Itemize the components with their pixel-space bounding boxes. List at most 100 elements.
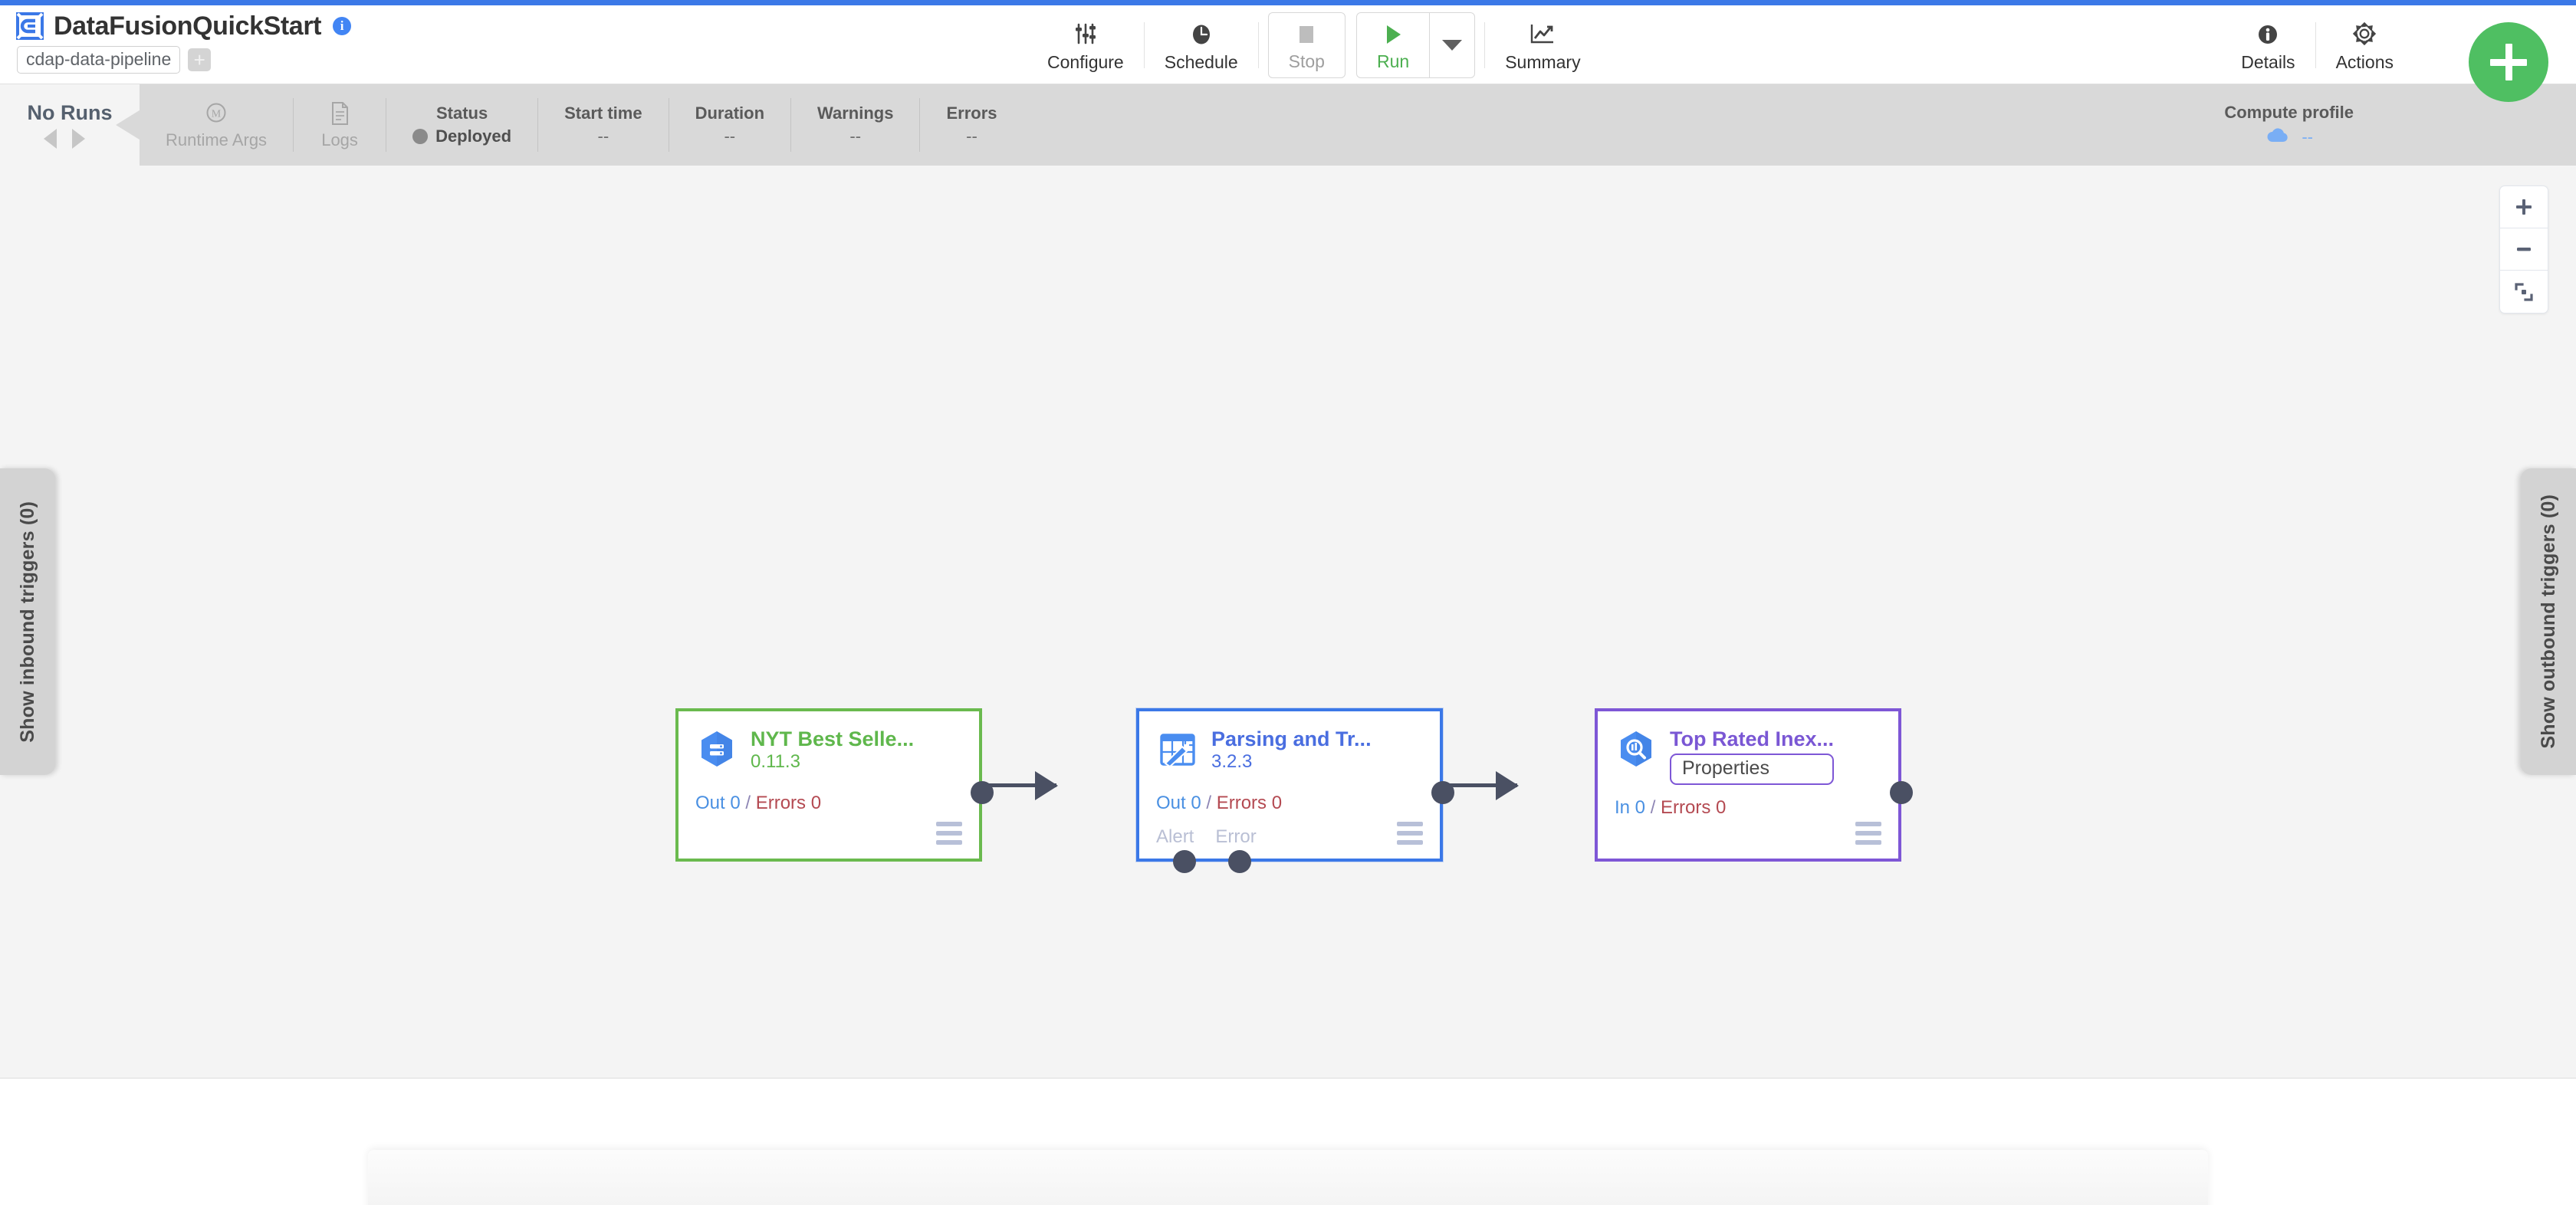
connection-line-1[interactable] — [984, 783, 1056, 787]
gear-icon — [2351, 18, 2378, 49]
configure-button[interactable]: Configure — [1027, 11, 1144, 79]
document-icon — [328, 100, 351, 127]
divider — [293, 98, 294, 152]
start-time-value: -- — [597, 126, 610, 146]
status-header: Status — [435, 103, 488, 123]
node-output-port[interactable] — [971, 781, 994, 804]
logs-label: Logs — [321, 130, 358, 149]
top-accent-bar — [0, 0, 2576, 5]
node-port-labels: Alert Error — [1156, 826, 1257, 848]
status-metric: Status Deployed — [386, 84, 537, 166]
node-name: Parsing and Tr... — [1211, 728, 1372, 750]
run-dropdown-button[interactable] — [1430, 13, 1474, 77]
bigquery-search-icon — [1615, 728, 1658, 771]
pipeline-node-sink[interactable]: Top Rated Inex... Properties In 0 / Erro… — [1595, 708, 1913, 862]
status-badge-dot — [412, 129, 429, 144]
configure-label: Configure — [1047, 51, 1124, 72]
node-error-count: Errors 0 — [1661, 797, 1727, 818]
duration-header: Duration — [695, 103, 765, 123]
node-port-error-label: Error — [1215, 826, 1257, 847]
summary-button[interactable]: Summary — [1485, 11, 1600, 79]
logs-button[interactable]: Logs — [294, 84, 386, 166]
node-in-count: In 0 — [1615, 797, 1646, 818]
compute-profile-value: -- — [2302, 126, 2313, 146]
add-tag-button[interactable]: + — [188, 48, 212, 71]
run-button[interactable]: Run — [1357, 13, 1429, 77]
duration-value: -- — [724, 126, 736, 146]
node-menu-button[interactable] — [1855, 822, 1881, 845]
node-metrics: In 0 / Errors 0 — [1615, 797, 1727, 818]
sliders-icon — [1073, 18, 1099, 49]
details-button[interactable]: Details — [2221, 11, 2315, 79]
fit-to-screen-button[interactable] — [2500, 271, 2548, 313]
divider — [2315, 22, 2316, 68]
stop-square-icon — [1295, 19, 1318, 50]
pipeline-canvas[interactable]: Show inbound triggers (0) Show outbound … — [0, 166, 2576, 1078]
errors-value: -- — [966, 126, 978, 146]
play-triangle-icon — [1381, 19, 1405, 50]
page-title: DataFusionQuickStart — [54, 11, 322, 41]
pipeline-type-chip[interactable]: cdap-data-pipeline — [17, 46, 181, 74]
divider — [919, 98, 921, 152]
compute-profile-header: Compute profile — [2224, 102, 2354, 122]
run-stop-group: Stop Run — [1259, 11, 1485, 79]
node-menu-button[interactable] — [936, 822, 962, 845]
node-error-port[interactable] — [1228, 850, 1251, 873]
divider — [537, 98, 539, 152]
node-port-alert-label: Alert — [1156, 826, 1194, 847]
pipeline-node-transform[interactable]: Parsing and Tr... 3.2.3 Out 0 / Errors 0… — [1136, 708, 1454, 873]
node-error-count: Errors 0 — [755, 793, 822, 813]
node-properties-button[interactable]: Properties — [1670, 754, 1835, 786]
zoom-controls — [2499, 186, 2548, 314]
clock-icon — [1188, 18, 1214, 49]
zoom-in-button[interactable] — [2500, 186, 2548, 228]
duration-metric: Duration -- — [669, 84, 790, 166]
divider — [1143, 22, 1145, 68]
triangle-right-icon[interactable] — [72, 129, 85, 149]
node-menu-button[interactable] — [1397, 822, 1423, 845]
show-outbound-triggers-tab[interactable]: Show outbound triggers (0) — [2521, 468, 2576, 775]
inbound-triggers-label: Show inbound triggers (0) — [16, 501, 38, 743]
summary-label: Summary — [1505, 51, 1581, 72]
run-button-group: Run — [1355, 12, 1476, 78]
warnings-metric: Warnings -- — [791, 84, 919, 166]
run-label: Run — [1376, 51, 1410, 71]
add-plugin-fab[interactable] — [2469, 22, 2548, 102]
pipeline-node-source[interactable]: NYT Best Selle... 0.11.3 Out 0 / Errors … — [675, 708, 994, 862]
header-right-group: Details Actions — [2221, 11, 2413, 79]
runtime-args-label: Runtime Args — [166, 130, 268, 149]
errors-header: Errors — [946, 103, 997, 123]
runs-tab: No Runs — [0, 84, 140, 166]
chevron-down-icon — [1442, 40, 1463, 51]
node-name: Top Rated Inex... — [1670, 728, 1835, 750]
start-time-metric: Start time -- — [538, 84, 668, 166]
connection-arrow-2 — [1496, 771, 1519, 800]
app-header: DataFusionQuickStart i cdap-data-pipelin… — [0, 5, 2576, 102]
zoom-out-button[interactable] — [2500, 228, 2548, 271]
node-version: 3.2.3 — [1211, 751, 1253, 773]
node-alert-port[interactable] — [1173, 850, 1196, 873]
info-filled-icon — [2255, 18, 2281, 49]
wrangler-magic-icon — [1156, 728, 1199, 771]
connection-arrow-1 — [1035, 771, 1058, 800]
node-output-port[interactable] — [1890, 781, 1913, 804]
connection-line-2[interactable] — [1444, 783, 1517, 787]
schedule-label: Schedule — [1164, 51, 1238, 72]
cloud-icon — [2265, 126, 2292, 148]
node-metrics: Out 0 / Errors 0 — [695, 793, 822, 813]
actions-button[interactable]: Actions — [2316, 11, 2413, 79]
node-output-port[interactable] — [1431, 781, 1454, 804]
info-icon[interactable]: i — [333, 17, 352, 35]
metrics-group: M Runtime Args Logs — [140, 84, 1024, 166]
compute-profile[interactable]: Compute profile -- — [2224, 84, 2354, 166]
schedule-button[interactable]: Schedule — [1145, 11, 1258, 79]
node-out-count: Out 0 — [695, 793, 741, 813]
minus-icon — [2517, 248, 2531, 251]
stop-button[interactable]: Stop — [1267, 12, 1346, 78]
cdap-logo-icon — [15, 11, 44, 41]
bottom-drawer-panel[interactable] — [368, 1150, 2208, 1205]
triangle-left-icon[interactable] — [44, 129, 57, 149]
runtime-args-button[interactable]: M Runtime Args — [140, 84, 293, 166]
show-inbound-triggers-tab[interactable]: Show inbound triggers (0) — [0, 468, 55, 775]
status-value: Deployed — [435, 126, 512, 146]
